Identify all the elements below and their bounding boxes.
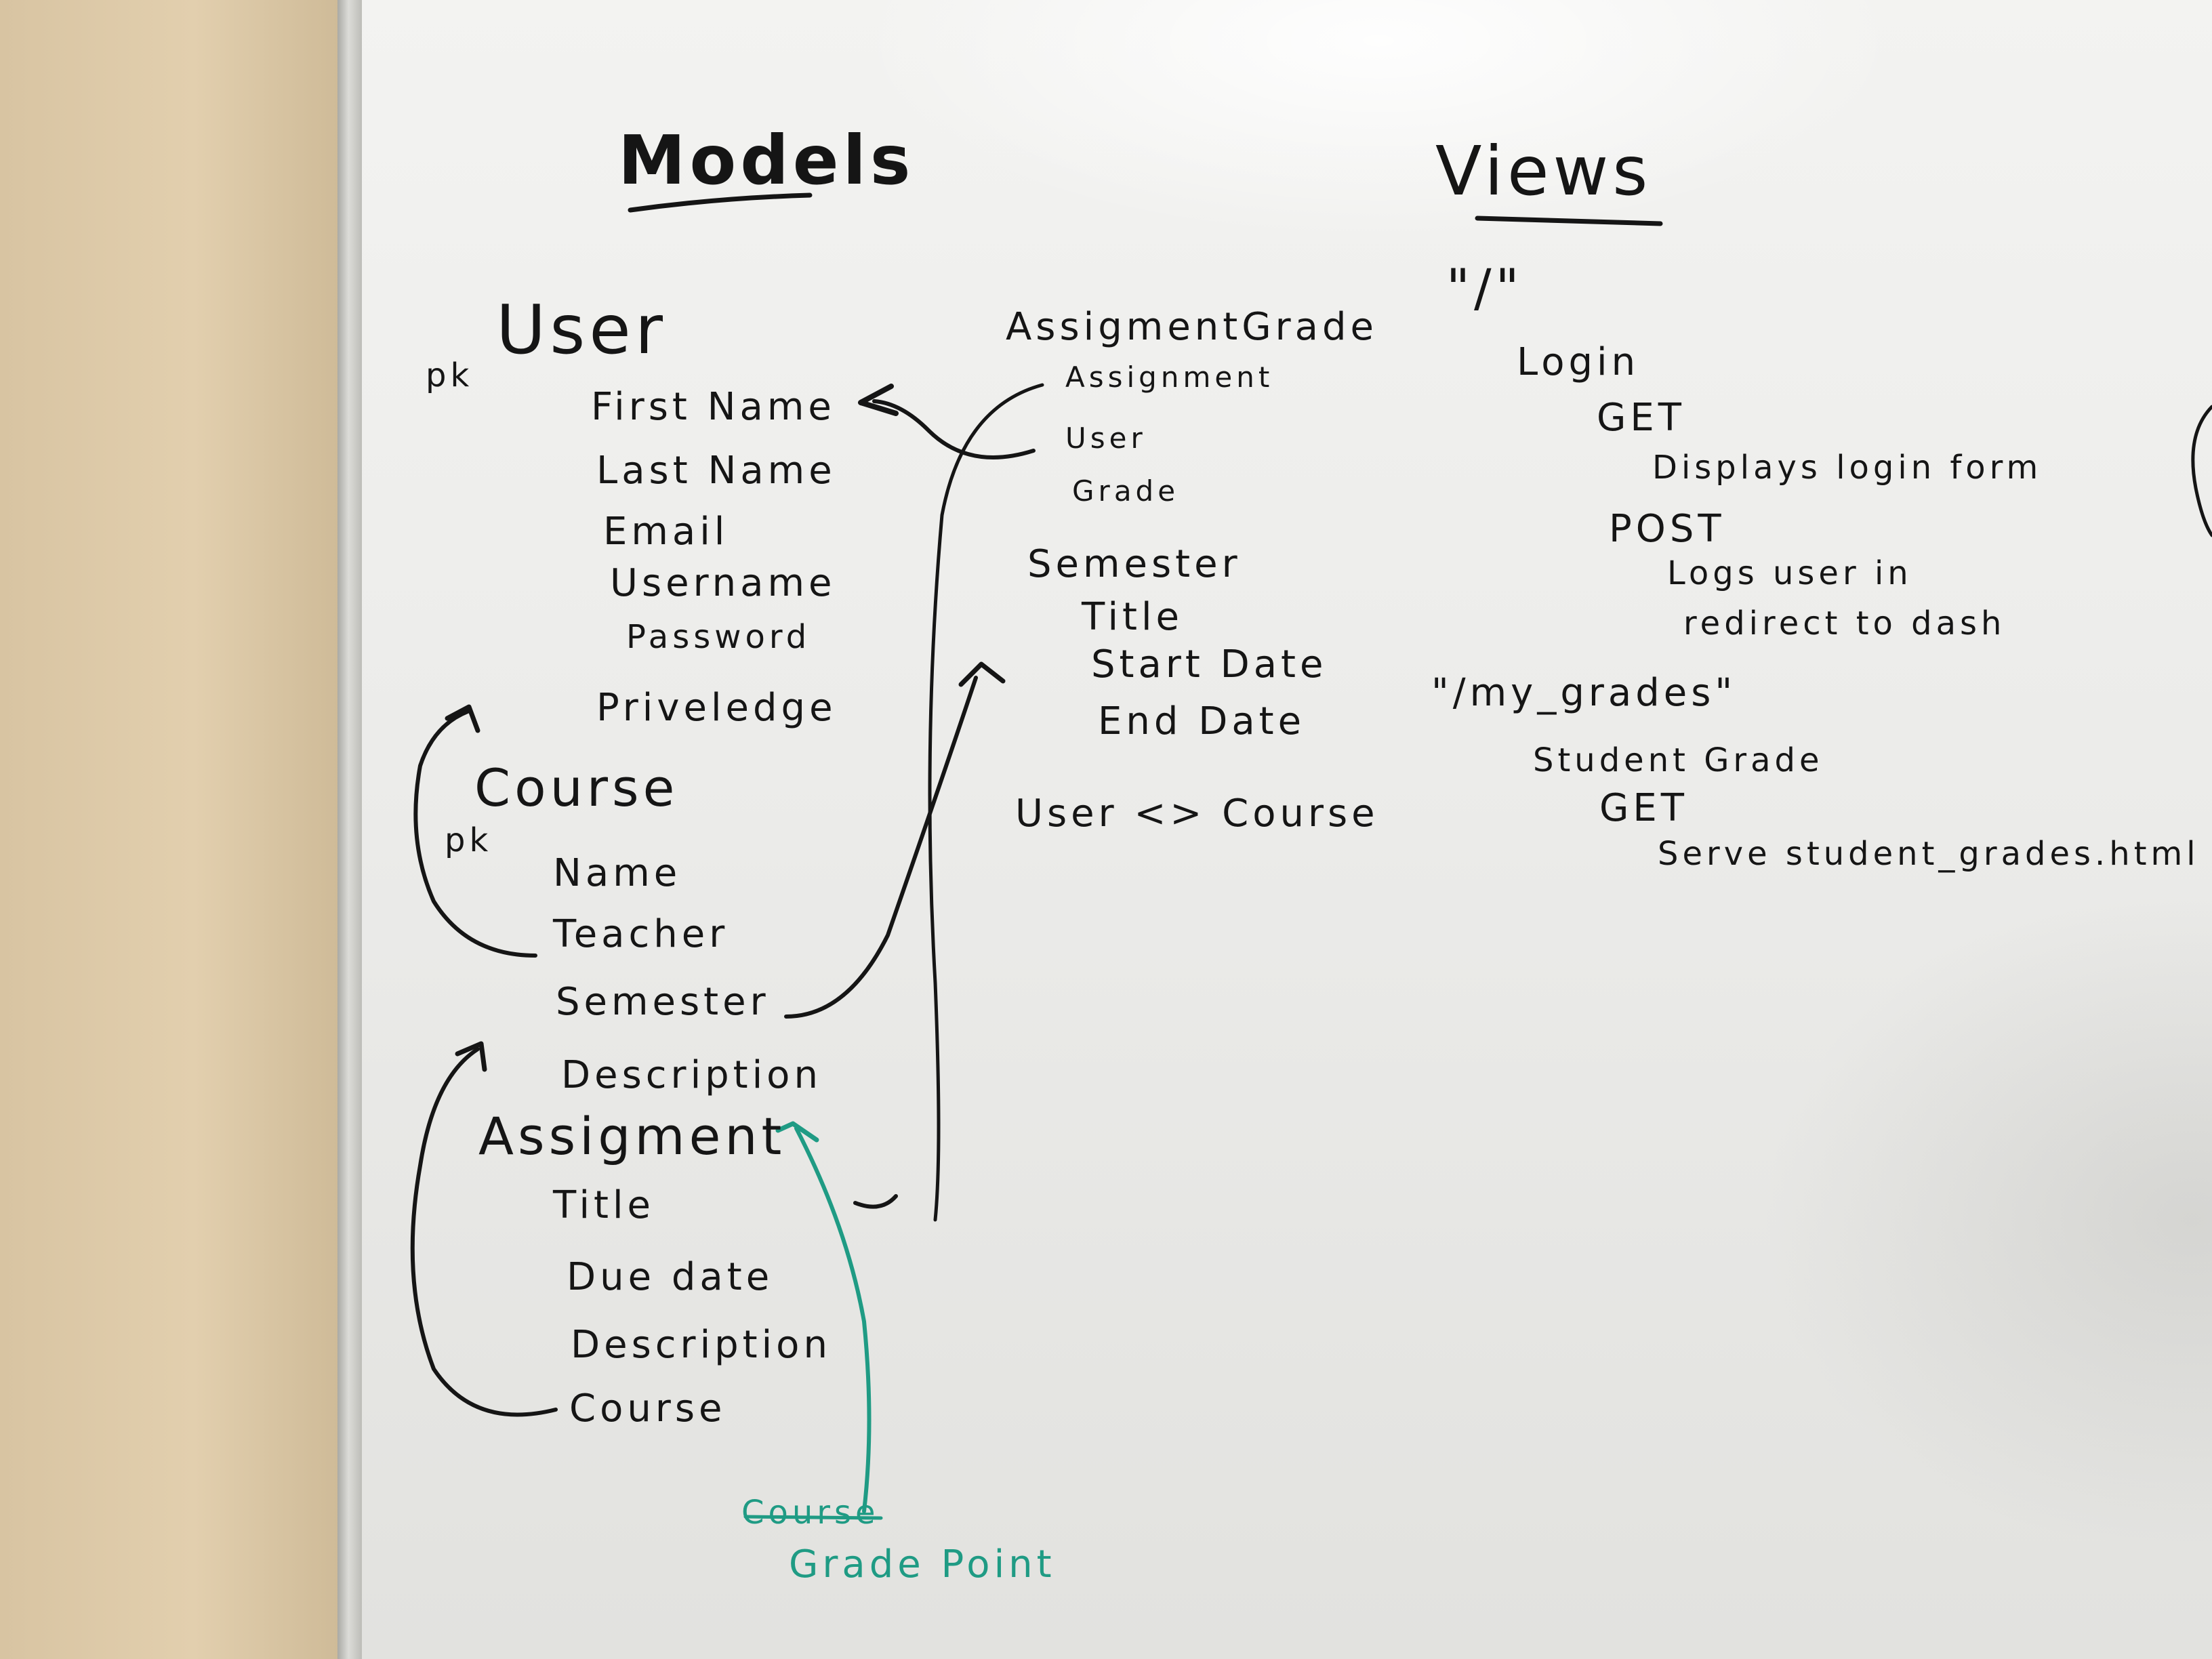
assignment-grade-model-title: AssigmentGrade bbox=[1006, 305, 1378, 349]
assignment-grade-field-user: User bbox=[1065, 422, 1147, 455]
user-link-arrow bbox=[872, 399, 1036, 459]
user-field-password: Password bbox=[626, 618, 811, 656]
grades-route-view-student-grade: Student Grade bbox=[1533, 741, 1824, 779]
green-link-arrowhead bbox=[775, 1121, 819, 1143]
assignment-grade-field-assignment: Assignment bbox=[1065, 361, 1274, 394]
semester-field-title: Title bbox=[1082, 595, 1184, 639]
grades-route-path: "/my_grades" bbox=[1431, 671, 1737, 715]
models-underline bbox=[628, 192, 813, 213]
user-model-title: User bbox=[496, 290, 667, 369]
root-route-get-desc: Displays login form bbox=[1652, 449, 2043, 487]
assignment-field-title: Title bbox=[553, 1183, 655, 1227]
root-route-post-desc-1: Logs user in bbox=[1667, 554, 1912, 592]
assignment-green-link bbox=[853, 1194, 898, 1209]
whiteboard bbox=[362, 0, 2212, 1659]
user-course-join-model: User <> Course bbox=[1015, 792, 1379, 836]
green-underline bbox=[743, 1515, 883, 1520]
assignment-grade-field-grade: Grade bbox=[1072, 474, 1180, 508]
course-model-title: Course bbox=[474, 758, 679, 818]
green-note-grade-point: Grade Point bbox=[789, 1542, 1056, 1586]
green-link-arrow bbox=[794, 1126, 872, 1513]
user-link-arrowhead bbox=[858, 384, 899, 416]
semester-link-arrowhead bbox=[958, 661, 1006, 687]
teacher-link-arrowhead bbox=[445, 704, 480, 733]
semester-field-end-date: End Date bbox=[1098, 699, 1306, 743]
course-link-arrow bbox=[410, 1047, 558, 1417]
assignment-field-due-date: Due date bbox=[567, 1255, 774, 1299]
assignment-model-title: Assigment bbox=[478, 1106, 786, 1166]
course-link-arrowhead bbox=[455, 1041, 487, 1072]
course-field-description: Description bbox=[561, 1053, 822, 1097]
course-pk-label: pk bbox=[445, 821, 493, 859]
whiteboard-frame bbox=[337, 0, 362, 1659]
course-field-teacher: Teacher bbox=[553, 912, 729, 956]
assignment-field-course: Course bbox=[569, 1387, 726, 1431]
grades-route-get-desc: Serve student_grades.html bbox=[1658, 835, 2200, 873]
root-route-get-label: GET bbox=[1597, 396, 1685, 440]
user-field-priveledge: Priveledge bbox=[596, 686, 837, 730]
grades-route-get-label: GET bbox=[1599, 786, 1688, 830]
partial-circle-edge bbox=[2191, 405, 2212, 537]
course-field-semester: Semester bbox=[556, 980, 770, 1024]
root-route-post-desc-2: redirect to dash bbox=[1683, 605, 2006, 642]
views-underline bbox=[1475, 216, 1663, 226]
semester-model-title: Semester bbox=[1027, 542, 1242, 586]
teacher-link-arrow bbox=[413, 710, 537, 958]
assignment-field-description: Description bbox=[571, 1323, 832, 1367]
assignment-link-arrow bbox=[928, 383, 1044, 1222]
course-field-name: Name bbox=[553, 851, 682, 895]
green-note-course: Course bbox=[741, 1494, 880, 1532]
beige-wall bbox=[0, 0, 352, 1659]
root-route-path: "/" bbox=[1446, 258, 1523, 318]
user-field-email: Email bbox=[603, 510, 729, 554]
root-route-post-label: POST bbox=[1609, 507, 1725, 551]
root-route-view-login: Login bbox=[1517, 340, 1640, 384]
semester-field-start-date: Start Date bbox=[1091, 642, 1328, 687]
user-field-last-name: Last Name bbox=[596, 449, 836, 493]
user-pk-label: pk bbox=[426, 356, 474, 394]
views-heading: Views bbox=[1435, 131, 1652, 211]
semester-link-arrow bbox=[784, 676, 978, 1019]
user-field-first-name: First Name bbox=[591, 385, 836, 429]
user-field-username: Username bbox=[610, 561, 836, 605]
models-heading: Models bbox=[618, 121, 915, 200]
